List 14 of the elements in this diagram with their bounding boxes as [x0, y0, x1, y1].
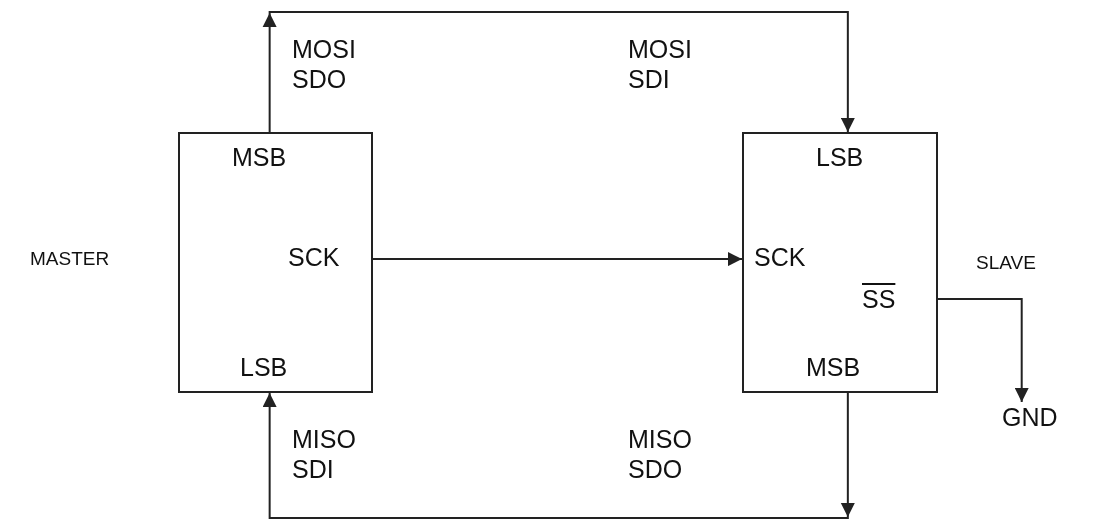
pin-label: MSB: [232, 142, 287, 172]
signal-label: MOSI SDO: [292, 34, 357, 94]
pin-label: SCK: [754, 242, 806, 272]
pin-label: SS: [862, 284, 896, 314]
signal-label: MISO SDO: [628, 424, 693, 484]
signal-label: MOSI SDI: [628, 34, 693, 94]
pin-label: LSB: [816, 142, 864, 172]
device-label: MASTER: [30, 248, 110, 270]
signal-label: MISO SDI: [292, 424, 357, 484]
pin-label: GND: [1002, 402, 1058, 432]
pin-label: SCK: [288, 242, 340, 272]
device-label: SLAVE: [976, 252, 1036, 274]
pin-label: MSB: [806, 352, 861, 382]
pin-label: LSB: [240, 352, 288, 382]
